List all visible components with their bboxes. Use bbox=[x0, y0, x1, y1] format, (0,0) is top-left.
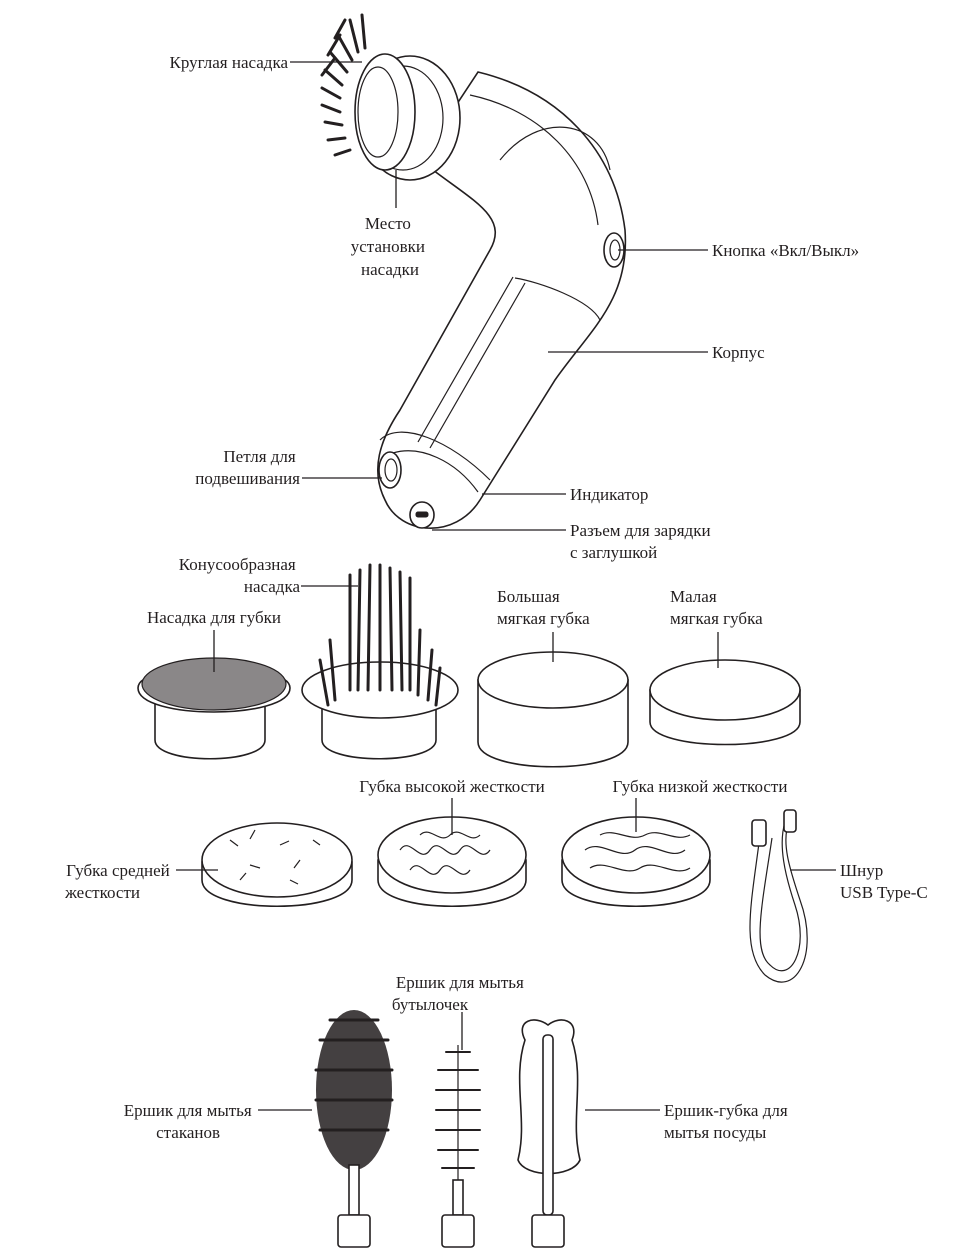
label-dish-sponge: Ершик-губка для мытья посуды bbox=[664, 1101, 792, 1142]
label-charge-port-line2: с заглушкой bbox=[570, 543, 657, 562]
sponge-nozzle-drawing bbox=[138, 658, 290, 759]
label-nozzle-mount-line3: насадки bbox=[361, 260, 419, 279]
label-nozzle-mount: Место установки насадки bbox=[351, 214, 429, 279]
cone-brush-drawing bbox=[302, 565, 458, 759]
mid-sponge-drawing bbox=[202, 823, 352, 906]
label-nozzle-mount-line1: Место bbox=[365, 214, 411, 233]
label-hang-loop-line2: подвешивания bbox=[195, 469, 300, 488]
label-high-sponge: Губка высокой жесткости bbox=[359, 777, 545, 796]
label-cone-nozzle-line1: Конусообразная bbox=[179, 555, 296, 574]
label-hang-loop-line1: Петля для bbox=[223, 447, 296, 466]
label-big-sponge-line2: мягкая губка bbox=[497, 609, 590, 628]
label-small-sponge-line1: Малая bbox=[670, 587, 717, 606]
label-cable-line2: USB Type-C bbox=[840, 883, 928, 902]
big-soft-sponge-drawing bbox=[478, 652, 628, 767]
label-nozzle-mount-line2: установки bbox=[351, 237, 425, 256]
label-cable: Шнур USB Type-C bbox=[840, 861, 928, 902]
label-indicator: Индикатор bbox=[570, 485, 648, 504]
glass-brush-drawing bbox=[316, 1010, 392, 1247]
label-bottle-brush: Ершик для мытья бутылочек bbox=[392, 973, 528, 1014]
label-big-sponge: Большая мягкая губка bbox=[497, 587, 590, 628]
label-charge-port-line1: Разъем для зарядки bbox=[570, 521, 711, 540]
label-mid-sponge: Губка средней жесткости bbox=[64, 861, 174, 902]
label-bottle-brush-line1: Ершик для мытья bbox=[396, 973, 524, 992]
label-cone-nozzle-line2: насадка bbox=[244, 577, 301, 596]
label-sponge-nozzle: Насадка для губки bbox=[147, 608, 281, 627]
label-cable-line1: Шнур bbox=[840, 861, 883, 880]
small-soft-sponge-drawing bbox=[650, 660, 800, 745]
label-dish-sponge-line1: Ершик-губка для bbox=[664, 1101, 788, 1120]
label-low-sponge: Губка низкой жесткости bbox=[613, 777, 788, 796]
bottle-brush-drawing bbox=[436, 1045, 480, 1247]
label-mid-sponge-line1: Губка средней bbox=[66, 861, 170, 880]
label-hang-loop: Петля для подвешивания bbox=[195, 447, 300, 488]
label-cone-nozzle: Конусообразная насадка bbox=[179, 555, 301, 596]
label-mid-sponge-line2: жесткости bbox=[64, 883, 140, 902]
label-dish-sponge-line2: мытья посуды bbox=[664, 1123, 767, 1142]
label-small-sponge: Малая мягкая губка bbox=[670, 587, 763, 628]
label-body: Корпус bbox=[712, 343, 765, 362]
hang-loop-shape bbox=[379, 452, 401, 488]
label-glass-brush: Ершик для мытья стаканов bbox=[124, 1101, 256, 1142]
dish-sponge-brush-drawing bbox=[518, 1020, 580, 1247]
label-big-sponge-line1: Большая bbox=[497, 587, 560, 606]
label-glass-brush-line1: Ершик для мытья bbox=[124, 1101, 252, 1120]
label-bottle-brush-line2: бутылочек bbox=[392, 995, 469, 1014]
label-small-sponge-line2: мягкая губка bbox=[670, 609, 763, 628]
label-glass-brush-line2: стаканов bbox=[156, 1123, 220, 1142]
usb-cable-drawing bbox=[750, 810, 807, 982]
label-charge-port: Разъем для зарядки с заглушкой bbox=[570, 521, 715, 562]
label-power-button: Кнопка «Вкл/Выкл» bbox=[712, 241, 859, 260]
label-round-nozzle: Круглая насадка bbox=[170, 53, 289, 72]
